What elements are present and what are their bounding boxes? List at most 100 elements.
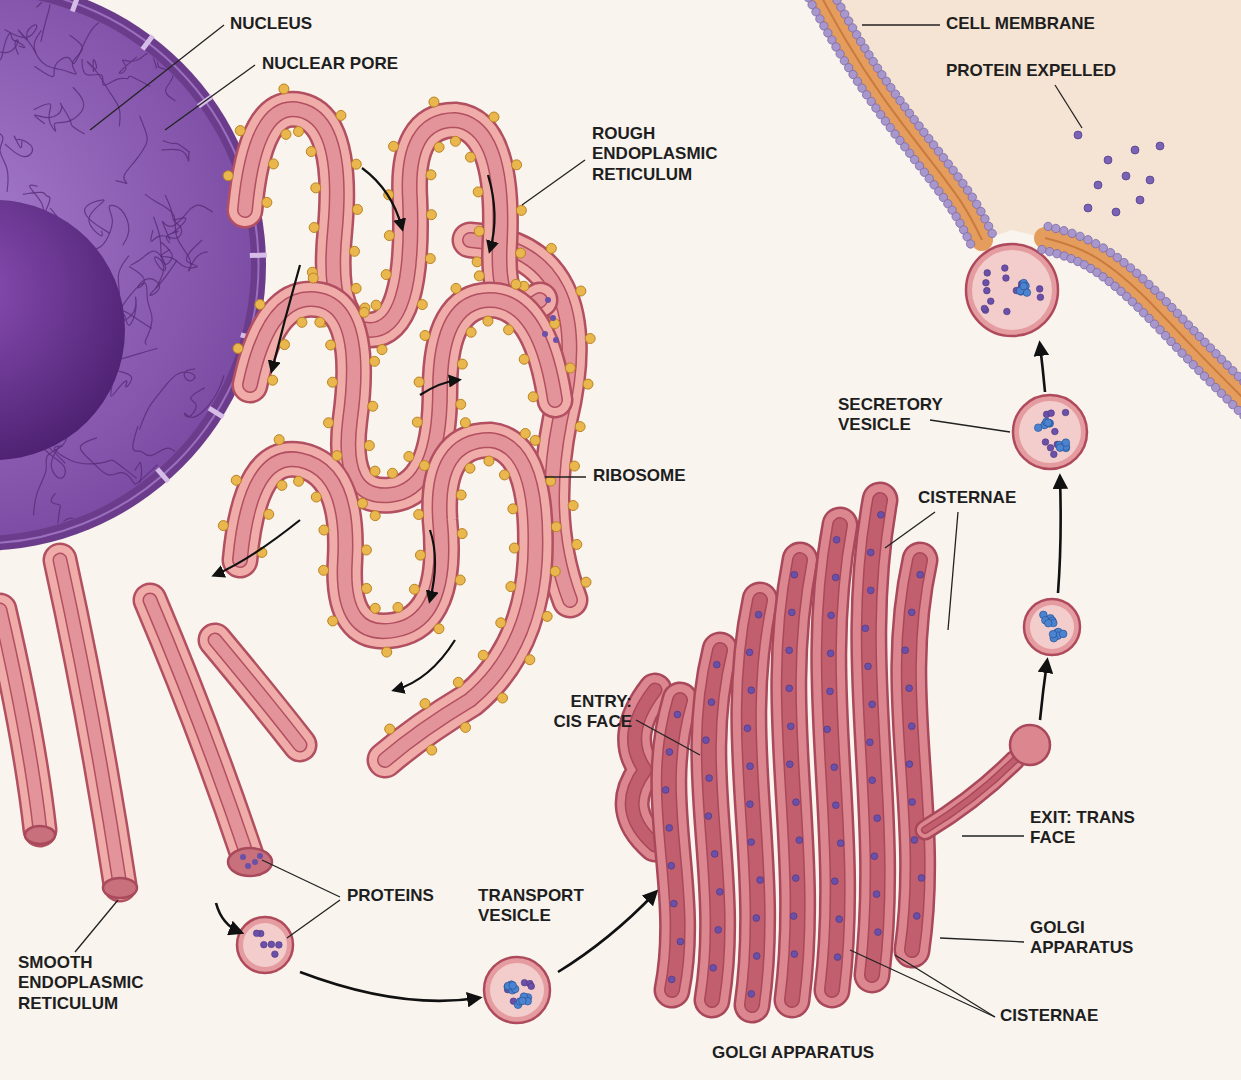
ribosome-dot	[457, 359, 467, 369]
leader-line	[287, 900, 340, 938]
secretory-vesicle-lumen	[1019, 401, 1081, 463]
chromatin-strand	[128, 462, 144, 495]
ribosome-dot	[231, 475, 241, 485]
ribosome-dot	[364, 441, 374, 451]
ribosome-dot	[434, 624, 444, 634]
golgi-cisterna	[869, 500, 880, 975]
protein-cluster	[509, 982, 517, 990]
protein-dot	[747, 801, 754, 808]
ribosome-dot	[504, 325, 514, 335]
ribosome-dot	[520, 429, 530, 439]
envelope-gap	[0, 0, 259, 544]
trans-face-bud	[925, 760, 1015, 830]
flow-arrow	[272, 265, 300, 370]
golgi-cisterna	[909, 560, 920, 950]
expelled-protein	[1146, 176, 1154, 184]
ribosome-dot	[384, 231, 394, 241]
ribosome-dot	[319, 565, 329, 575]
protein-dot	[662, 787, 669, 794]
protein-dot	[668, 862, 675, 869]
chromatin-strand	[191, 36, 247, 60]
ribosome-dot	[409, 584, 419, 594]
protein-cluster	[1034, 424, 1042, 432]
protein-dot	[276, 942, 283, 949]
expelled-protein	[1136, 196, 1144, 204]
part-label: SMOOTH ENDOPLASMIC RETICULUM	[18, 953, 153, 1014]
part-label: NUCLEAR PORE	[262, 54, 398, 74]
smooth-er-tube	[60, 560, 120, 885]
expelled-protein	[1122, 172, 1130, 180]
phospholipid-head	[1092, 239, 1100, 247]
chromatin-strand	[139, 369, 195, 430]
leader-line	[90, 25, 224, 130]
golgi-cisterna	[789, 560, 800, 1000]
ribosome-dot	[419, 461, 429, 471]
protein-dot	[875, 929, 882, 936]
chromatin-strand	[169, 0, 206, 36]
ribosome-dot	[393, 602, 403, 612]
phospholipid-head	[1084, 236, 1092, 244]
nuclear-pore	[142, 36, 152, 50]
leader-line	[895, 955, 995, 1017]
protein-dot	[257, 853, 263, 859]
protein-cluster	[1045, 419, 1053, 427]
golgi-cisterna	[869, 500, 880, 975]
fusing-vesicle	[966, 244, 1058, 336]
protein-dot	[913, 913, 920, 920]
protein-dot	[908, 723, 915, 730]
phospholipid-head	[1068, 229, 1076, 237]
protein-dot	[831, 878, 838, 885]
protein-dot	[713, 661, 720, 668]
protein-dot	[836, 916, 843, 923]
rough-er-fold	[240, 440, 535, 760]
part-label: NUCLEUS	[230, 14, 312, 34]
leader-line	[962, 835, 1024, 836]
ribosome-dot	[324, 418, 334, 428]
ribosome-dot	[268, 375, 278, 385]
phospholipid-head	[1038, 245, 1046, 253]
ribosome-dot	[319, 525, 329, 535]
part-label: PROTEIN EXPELLED	[946, 61, 1116, 81]
ribosome-dot	[311, 492, 321, 502]
ribosome-dot	[551, 522, 561, 532]
ribosome-dot	[370, 603, 380, 613]
ribosome-dot	[572, 539, 582, 549]
ribosome-dot	[274, 435, 284, 445]
chromatin-strand	[87, 60, 120, 127]
protein-cluster	[1044, 619, 1052, 627]
chromatin-strand	[91, 533, 150, 572]
ribosome-dot	[457, 529, 467, 539]
leader-line	[948, 512, 958, 630]
ribosome-dot	[268, 159, 278, 169]
protein-dot	[909, 799, 916, 806]
chromatin-strand	[120, 0, 149, 30]
membrane-tails	[815, 0, 982, 240]
protein-dot	[703, 737, 710, 744]
ribosome-dot	[371, 300, 381, 310]
chromatin-strand	[161, 141, 189, 162]
ribosome-dot	[414, 377, 424, 387]
chromatin-strand	[212, 33, 228, 59]
protein-dot	[715, 926, 722, 933]
trans-face-bud	[925, 760, 1015, 830]
protein-dot	[984, 270, 991, 277]
protein-dot	[867, 549, 874, 556]
chromatin-strand	[129, 260, 177, 295]
ribosome-dot	[277, 480, 287, 490]
ribosome-dot	[465, 463, 475, 473]
protein-dot	[528, 983, 535, 990]
nuclear-envelope	[0, 0, 266, 551]
ribosome-dot	[262, 197, 272, 207]
ribosome-dot	[358, 498, 368, 508]
ribosome-dot	[315, 317, 325, 327]
golgi-cisterna	[909, 560, 920, 950]
protein-dot	[791, 951, 798, 958]
ribosome-dot	[349, 246, 359, 256]
protein-dot	[705, 813, 712, 820]
golgi-cisterna	[909, 560, 920, 950]
part-label: GOLGI APPARATUS	[1030, 918, 1160, 959]
leader-line	[165, 65, 255, 130]
protein-dot	[545, 297, 551, 303]
protein-dot	[867, 587, 874, 594]
ribosome-dot	[450, 136, 460, 146]
